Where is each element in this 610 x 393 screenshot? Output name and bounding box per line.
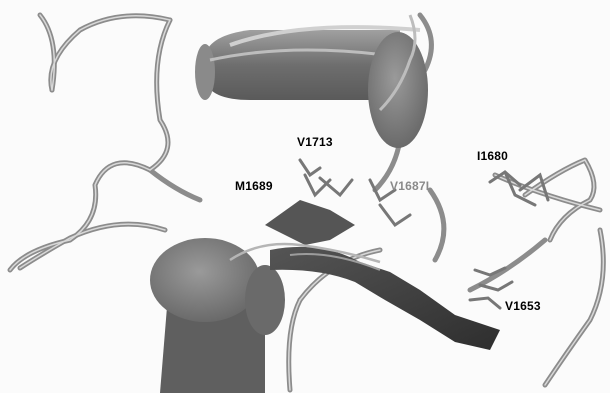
alpha-helix-bottom bbox=[150, 238, 285, 393]
residue-label-v1713: V1713 bbox=[297, 136, 333, 148]
residue-label-v1687i: V1687I bbox=[390, 180, 429, 192]
residue-label-i1680: I1680 bbox=[477, 150, 508, 162]
residue-label-v1653: V1653 bbox=[505, 300, 541, 312]
alpha-helix-top bbox=[195, 15, 428, 148]
residue-label-m1689: M1689 bbox=[235, 180, 273, 192]
